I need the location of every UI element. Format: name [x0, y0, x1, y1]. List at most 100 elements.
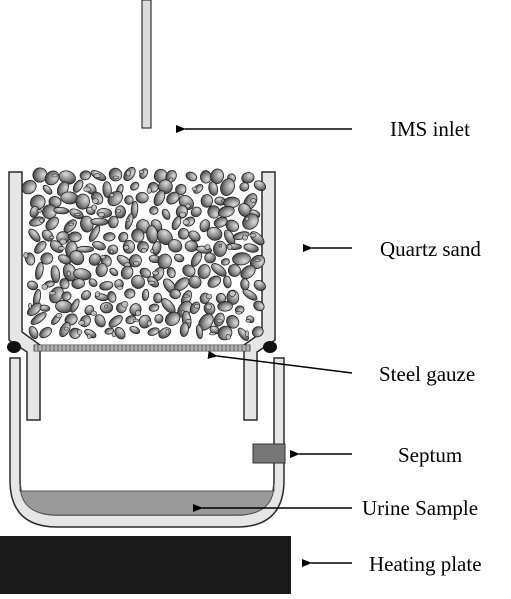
- sand-grain: [92, 198, 99, 204]
- sand-grain: [109, 249, 114, 254]
- sand-pebble: [148, 303, 160, 312]
- sand-grain: [245, 319, 251, 323]
- sand-pebble: [90, 217, 109, 226]
- sand-pebble: [200, 194, 213, 208]
- sand-grain: [91, 204, 97, 211]
- sand-pebble: [71, 278, 85, 289]
- sand-grain: [125, 218, 130, 222]
- sand-grain: [193, 304, 200, 309]
- sand-grain: [125, 170, 131, 177]
- sand-pebble: [107, 215, 119, 229]
- sand-grain: [94, 291, 101, 298]
- sand-pebble: [232, 252, 251, 266]
- sand-grain: [115, 208, 121, 214]
- sand-pebble: [42, 184, 53, 195]
- label-steel-gauze: Steel gauze: [379, 362, 475, 386]
- sand-pebble: [166, 266, 176, 279]
- sand-grain: [74, 212, 81, 216]
- sand-pebble: [158, 327, 172, 339]
- sand-pebble: [211, 263, 227, 277]
- sand-grain: [242, 234, 248, 241]
- sand-pebble: [53, 206, 70, 215]
- sand-grain: [228, 290, 236, 297]
- label-quartz-sand: Quartz sand: [380, 237, 481, 261]
- sand-grain: [49, 235, 55, 240]
- sand-grain: [205, 293, 213, 300]
- sand-grain: [244, 216, 250, 221]
- sand-pebble: [190, 206, 202, 218]
- sand-grain: [244, 330, 250, 338]
- sand-pebble: [135, 191, 149, 204]
- sand-pebble: [243, 243, 259, 253]
- sand-pebble: [164, 311, 181, 326]
- sand-pebble: [125, 315, 137, 325]
- sand-grain: [41, 283, 48, 290]
- ims-inlet-tube: [141, 0, 152, 129]
- steel-gauze: [33, 344, 251, 352]
- sand-pebble: [102, 181, 112, 198]
- sand-grain: [185, 203, 191, 209]
- sand-pebble: [72, 179, 84, 193]
- sand-grain: [121, 300, 129, 308]
- sand-pebble: [153, 190, 166, 207]
- sand-pebble: [59, 278, 70, 290]
- sand-pebble: [79, 170, 92, 181]
- o-ring-left: [7, 341, 21, 353]
- sand-grain: [100, 255, 106, 260]
- sand-grain: [148, 280, 156, 285]
- sand-grain: [254, 258, 261, 262]
- sand-grain: [97, 211, 105, 218]
- sand-pebble: [195, 324, 203, 340]
- sand-grain: [235, 311, 243, 315]
- sand-pebble: [188, 275, 202, 289]
- sand-pebble: [139, 168, 149, 179]
- sand-grain: [93, 173, 102, 178]
- heating-plate: [0, 536, 291, 594]
- sand-grain: [36, 209, 43, 213]
- sand-pebble: [207, 275, 222, 288]
- sand-grain: [116, 285, 124, 290]
- sand-pebble: [114, 327, 126, 340]
- sand-pebble: [34, 240, 47, 254]
- sand-grain: [59, 238, 67, 245]
- sand-pebble: [35, 261, 44, 280]
- sand-grain: [23, 252, 29, 259]
- sand-pebble: [92, 240, 106, 251]
- sand-pebble: [76, 245, 94, 253]
- sand-pebble: [253, 280, 266, 291]
- sand-pebble: [26, 280, 39, 291]
- sand-pebble: [240, 278, 250, 291]
- sand-pebble: [197, 263, 211, 280]
- sand-grain: [204, 244, 211, 250]
- sand-pebble: [58, 254, 72, 265]
- label-septum: Septum: [398, 443, 462, 467]
- sand-pebble: [130, 181, 140, 191]
- sand-grain: [109, 193, 115, 198]
- sand-grain: [27, 302, 32, 309]
- sand-pebble: [50, 265, 61, 284]
- sand-pebble: [39, 304, 51, 312]
- sand-pebble: [166, 191, 180, 205]
- sand-pebble: [107, 244, 119, 255]
- sand-pebble: [204, 252, 216, 264]
- sand-pebble: [30, 312, 47, 325]
- sand-grain: [250, 198, 257, 203]
- sand-pebble: [179, 322, 189, 337]
- sand-pebble: [185, 171, 198, 182]
- sand-pebble: [94, 314, 106, 328]
- sand-grain: [51, 173, 58, 178]
- sand-pebble: [177, 228, 190, 240]
- sand-pebble: [70, 298, 80, 313]
- sand-grain: [185, 319, 192, 324]
- sand-pebble: [141, 288, 150, 301]
- sand-pebble: [199, 170, 212, 184]
- sand-grain: [55, 312, 63, 319]
- sand-pebble: [30, 194, 46, 210]
- arrow-steel-gauze: [207, 350, 353, 374]
- sand-pebble: [190, 251, 203, 267]
- sand-pebble: [61, 291, 72, 301]
- label-ims-inlet: IMS inlet: [390, 117, 470, 141]
- sand-pebble: [28, 326, 39, 339]
